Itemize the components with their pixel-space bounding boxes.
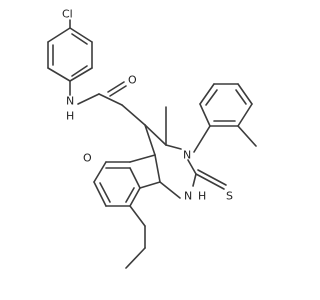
tolyl-ring [193,83,257,153]
bond [187,159,197,175]
atom-s: S [226,190,233,203]
bond [165,144,182,150]
bond [77,93,100,105]
bond [192,173,197,187]
atom-h-thio: H [198,190,206,203]
amide-group [69,80,146,126]
chlorophenyl-ring [47,19,93,82]
bond-inner [125,187,135,203]
bond [237,103,253,127]
bond [159,181,181,199]
atom-o-carbonyl: O [128,74,137,87]
benzo-ring [93,161,146,269]
atom-n-thio: N [184,190,192,203]
bond [154,154,161,183]
bond-inner [99,182,111,203]
bond [93,181,107,207]
bond [69,27,93,43]
bond [237,83,253,105]
bond [193,125,211,153]
bond [47,27,71,43]
atom-n-amide: N [66,95,74,108]
bond [47,67,71,82]
bond-inner [71,65,88,77]
bond [129,205,146,227]
chemical-structure-diagram: Cl N H O O N N H S [47,8,257,269]
atom-h-amide: H [66,110,74,123]
bond [93,161,107,183]
atom-o-ring: O [83,152,92,165]
atom-cl: Cl [62,8,73,21]
bond [109,85,127,97]
bond [98,93,123,106]
bond [197,169,227,186]
bond [144,124,167,146]
bond [195,173,225,190]
bond [139,181,161,189]
atom-labels: Cl N H O O N N H S [62,8,233,203]
bond [199,83,215,105]
bond [129,187,141,207]
bond [199,103,211,127]
atom-n-ring: N [183,149,191,162]
bond-inner [235,89,247,105]
bond [129,167,141,189]
bond [237,125,257,147]
bicyclic-core [105,106,227,199]
bond [107,81,125,93]
bond-inner [205,89,218,106]
bond [121,104,146,126]
bond [129,154,156,163]
bond-inner [71,33,88,45]
bond [69,67,93,82]
bond [144,124,156,156]
bond [125,247,146,269]
